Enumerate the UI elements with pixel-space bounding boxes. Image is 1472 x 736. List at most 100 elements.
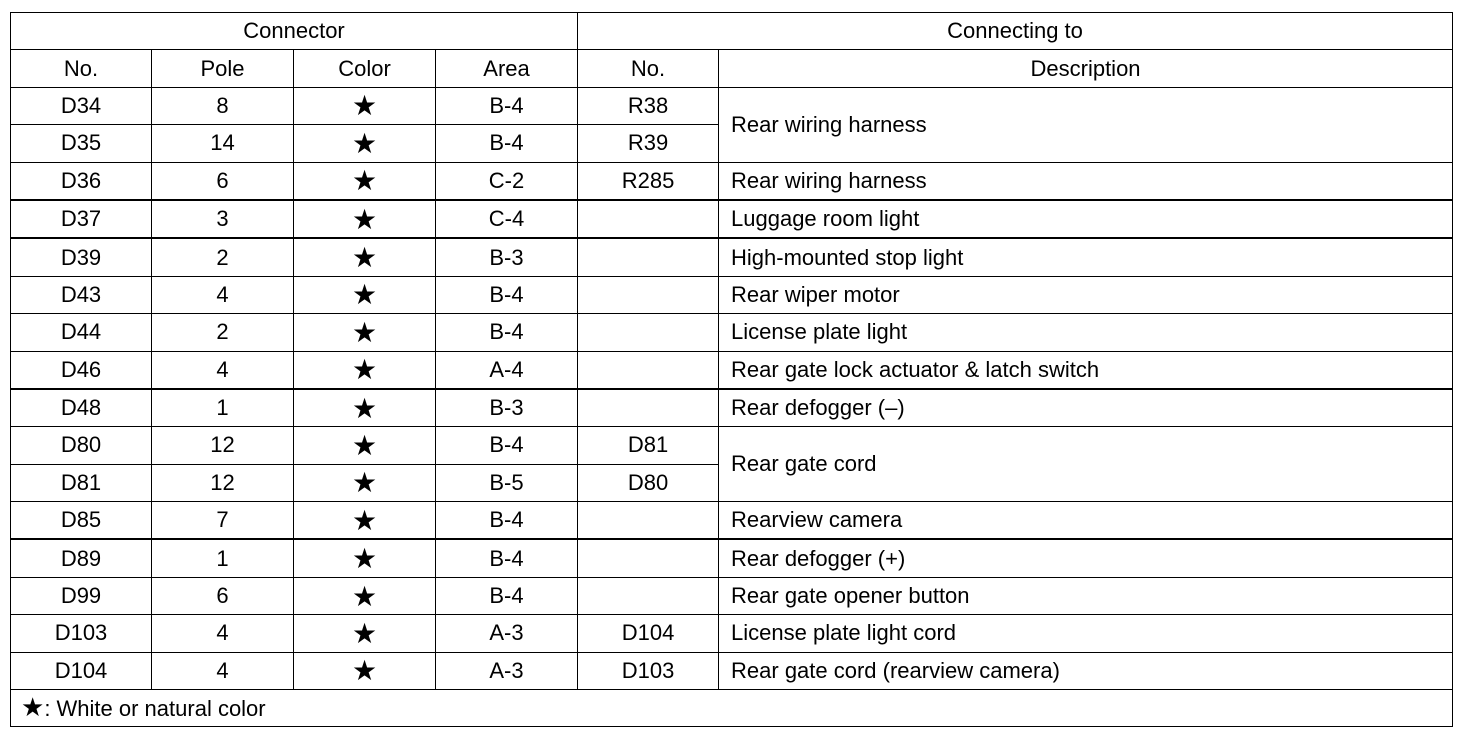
color-cell: ★ [293, 350, 436, 390]
color-cell: ★ [293, 275, 436, 315]
pole-cell: 12 [151, 463, 294, 503]
color-cell: ★ [293, 426, 436, 465]
color-cell: ★ [293, 237, 436, 277]
connecting-no-cell: R285 [577, 161, 720, 201]
description-cell: Rear gate cord (rearview camera) [718, 651, 1454, 691]
color-cell: ★ [293, 463, 436, 503]
area-cell: B-4 [434, 538, 579, 578]
footer-row: ★: White or natural color [9, 689, 1454, 728]
star-icon: ★ [351, 542, 378, 576]
area-cell: A-4 [434, 350, 579, 390]
description-cell: Rear defogger (–) [718, 387, 1454, 428]
star-icon: ★ [351, 202, 378, 236]
star-icon: ★ [351, 278, 378, 312]
star-icon: ★ [351, 89, 378, 123]
area-cell: B-5 [434, 463, 579, 503]
star-icon: ★ [351, 616, 378, 650]
header-pole: Pole [151, 49, 294, 88]
header-connecting-to: Connecting to [577, 11, 1454, 51]
color-cell: ★ [293, 161, 436, 201]
connecting-no-cell: D81 [577, 426, 720, 465]
header-no: No. [10, 49, 152, 88]
connector-no-cell: D103 [10, 614, 152, 653]
legend-text: : White or natural color [44, 695, 266, 721]
connector-no-cell: D36 [10, 161, 152, 201]
area-cell: B-4 [434, 313, 579, 352]
area-cell: C-4 [434, 198, 579, 239]
description-cell: Rear gate lock actuator & latch switch [718, 350, 1454, 390]
connecting-no-cell: R38 [577, 86, 720, 126]
description-cell: Rear wiring harness [718, 86, 1454, 163]
star-icon: ★ [351, 126, 378, 160]
color-cell: ★ [293, 538, 436, 578]
pole-cell: 4 [151, 350, 294, 390]
description-cell: Rear gate cord [718, 426, 1454, 503]
area-cell: A-3 [434, 614, 579, 653]
area-cell: B-4 [434, 86, 579, 126]
pole-cell: 6 [151, 576, 294, 616]
group-header-row: Connector Connecting to [9, 11, 1454, 51]
legend-cell: ★: White or natural color [9, 689, 1454, 728]
description-cell: License plate light [718, 313, 1454, 352]
area-cell: B-3 [434, 387, 579, 428]
pole-cell: 1 [151, 387, 294, 428]
pole-cell: 8 [151, 86, 294, 126]
header-area: Area [434, 49, 579, 88]
description-cell: License plate light cord [718, 614, 1454, 653]
color-cell: ★ [293, 387, 436, 428]
connector-no-cell: D39 [10, 237, 152, 277]
connector-no-cell: D34 [10, 86, 152, 126]
color-cell: ★ [293, 501, 436, 540]
connecting-no-cell [577, 275, 720, 315]
star-icon: ★ [351, 503, 378, 537]
description-cell: Rearview camera [718, 501, 1454, 540]
color-cell: ★ [293, 651, 436, 691]
area-cell: B-4 [434, 124, 579, 163]
pole-cell: 4 [151, 614, 294, 653]
connector-no-cell: D81 [10, 463, 152, 503]
description-cell: Luggage room light [718, 198, 1454, 239]
color-cell: ★ [293, 576, 436, 616]
connector-no-cell: D43 [10, 275, 152, 315]
star-icon: ★ [351, 428, 378, 462]
description-cell: Rear wiring harness [718, 161, 1454, 201]
pole-cell: 1 [151, 538, 294, 578]
pole-cell: 14 [151, 124, 294, 163]
area-cell: B-4 [434, 501, 579, 540]
header-to-no: No. [577, 49, 720, 88]
connecting-no-cell [577, 387, 720, 428]
connecting-no-cell: D80 [577, 463, 720, 503]
connector-no-cell: D80 [10, 426, 152, 465]
pole-cell: 3 [151, 198, 294, 239]
connector-no-cell: D85 [10, 501, 152, 540]
area-cell: B-4 [434, 426, 579, 465]
pole-cell: 6 [151, 161, 294, 201]
connecting-no-cell [577, 237, 720, 277]
area-cell: B-3 [434, 237, 579, 277]
connecting-no-cell: R39 [577, 124, 720, 163]
connecting-no-cell [577, 198, 720, 239]
pole-cell: 2 [151, 237, 294, 277]
area-cell: B-4 [434, 275, 579, 315]
description-cell: High-mounted stop light [718, 237, 1454, 277]
connecting-no-cell: D104 [577, 614, 720, 653]
star-icon: ★ [351, 353, 378, 387]
header-color: Color [293, 49, 436, 88]
connector-no-cell: D104 [10, 651, 152, 691]
pole-cell: 4 [151, 275, 294, 315]
connector-no-cell: D37 [10, 198, 152, 239]
connector-table-wrapper: Connector Connecting to No. Pole Color A… [9, 11, 1454, 728]
area-cell: B-4 [434, 576, 579, 616]
star-icon: ★ [351, 391, 378, 425]
connecting-no-cell [577, 350, 720, 390]
